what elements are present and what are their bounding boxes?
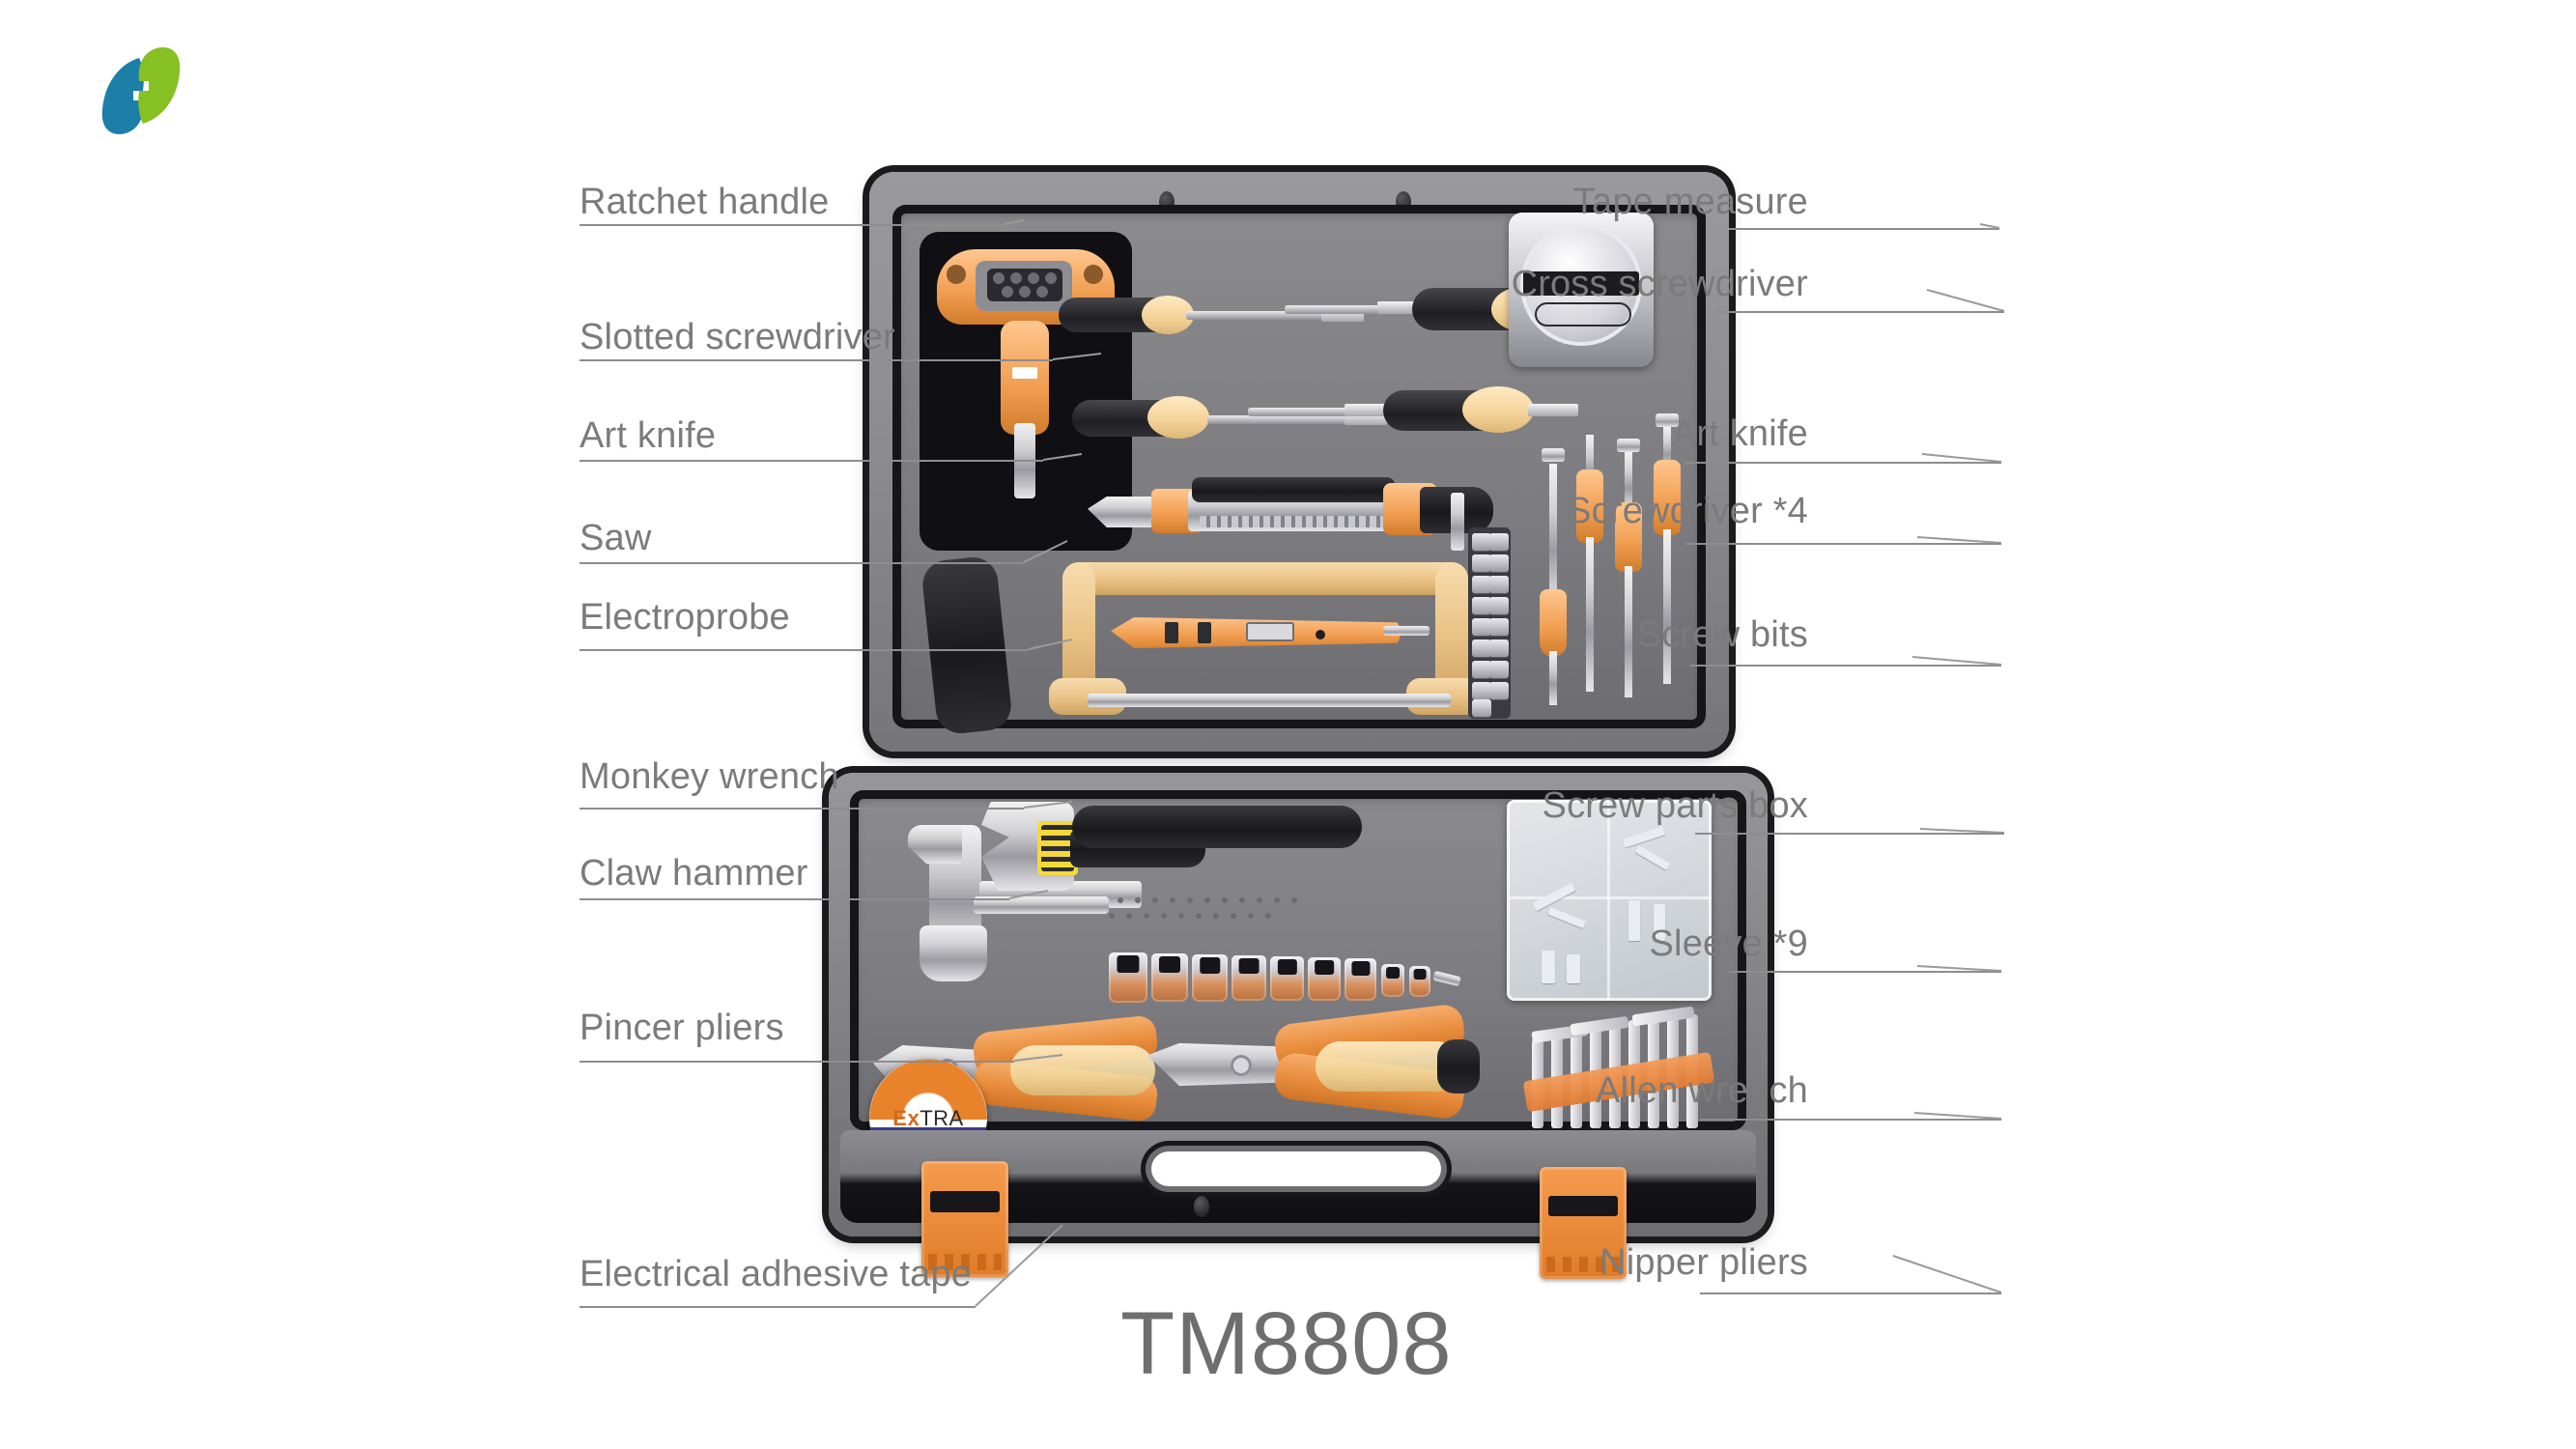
- callout-label-cross-screwdriver: Cross screwdriver: [1511, 264, 1808, 304]
- tape-brand-ex: Ex: [892, 1105, 920, 1130]
- callout-label-ratchet-handle: Ratchet handle: [580, 182, 830, 222]
- callout-label-pincer-pliers: Pincer pliers: [580, 1008, 784, 1048]
- art-knife-tool: [1088, 471, 1493, 549]
- tape-measure-tool: [1509, 213, 1654, 367]
- callout-label-sleeve-9: Sleeve *9: [1649, 923, 1808, 964]
- monkey-wrench-tool: [981, 796, 1205, 904]
- callout-label-screw-parts-box: Screw parts box: [1542, 785, 1808, 826]
- case-rivet-lower: [1194, 1196, 1209, 1217]
- rule-sleeve-9: [1729, 971, 2001, 973]
- leaf-h-logo: [83, 41, 199, 142]
- tool-case-lower-tray: ExTRA ≪ ☇ Ⓒ: [829, 773, 1768, 1279]
- socket-set: [1109, 952, 1461, 1010]
- rule-monkey-wrench: [580, 808, 1024, 810]
- rule-ratchet-handle: [580, 224, 1005, 226]
- rule-screw-bits: [1690, 665, 2001, 667]
- bit-holder-shaft: [1451, 493, 1464, 551]
- rule-electroprobe: [580, 649, 1029, 651]
- nipper-pliers-tool: [1147, 1001, 1480, 1132]
- rule-art-knife-left: [580, 460, 1043, 462]
- rule-electrical-tape: [580, 1306, 976, 1308]
- tool-case-upper-tray: [869, 172, 1729, 752]
- tape-brand-text: ExTRA: [869, 1106, 987, 1131]
- tape-brand-tra: TRA: [920, 1105, 964, 1130]
- cross-screwdriver-2: [1248, 383, 1586, 439]
- rule-art-knife-right: [1685, 462, 2001, 464]
- rubber-grip-handle: [1095, 887, 1362, 943]
- rule-cross-screwdriver: [1714, 311, 2004, 313]
- callout-label-slotted-screwdriver: Slotted screwdriver: [580, 317, 895, 357]
- tape-measure-band: [1523, 270, 1639, 297]
- callout-label-monkey-wrench: Monkey wrench: [580, 756, 839, 797]
- long-handle-tool: [1072, 806, 1362, 848]
- callout-label-screw-bits: Screw bits: [1636, 614, 1808, 655]
- callout-label-saw: Saw: [580, 518, 652, 558]
- ratchet-handle-tool: [920, 232, 1132, 551]
- screw-bits-strip: [1468, 527, 1511, 719]
- product-model-number: TM8808: [1120, 1294, 1453, 1393]
- rule-screwdriver-4: [1685, 543, 2001, 545]
- tape-arc-graphic: [869, 1059, 987, 1121]
- rule-allen-wrench: [1700, 1119, 2001, 1121]
- rule-nipper-pliers: [1700, 1293, 2001, 1294]
- callout-label-art-knife-left: Art knife: [580, 415, 717, 456]
- callout-label-allen-wrench: Allen wrench: [1596, 1070, 1808, 1111]
- callout-label-electroprobe: Electroprobe: [580, 597, 790, 638]
- rule-pincer-pliers: [580, 1061, 1014, 1063]
- rule-saw: [580, 562, 1024, 564]
- callout-label-tape-measure: Tape measure: [1572, 182, 1808, 222]
- slotted-screwdriver-1: [1059, 290, 1368, 340]
- rule-tape-measure: [1729, 228, 1999, 230]
- tape-measure-label: [1535, 301, 1631, 327]
- electroprobe-tool: [1111, 605, 1431, 659]
- screwdriver-set-right: [1536, 410, 1690, 719]
- slotted-screwdriver-2: [1072, 390, 1391, 444]
- callout-label-screwdriver-4: Screwdriver *4: [1567, 491, 1808, 531]
- rule-slotted-screwdriver: [580, 359, 1053, 361]
- rule-screw-parts-box: [1695, 833, 2004, 835]
- callout-label-nipper-pliers: Nipper pliers: [1599, 1242, 1808, 1283]
- callout-label-claw-hammer: Claw hammer: [580, 853, 808, 894]
- allen-wrench-set: [1516, 1006, 1719, 1132]
- rule-claw-hammer: [580, 898, 1009, 900]
- ratchet-shaft: [974, 896, 1109, 914]
- saw-tool: [1049, 562, 1486, 724]
- case-handle-cutout-lower: [1151, 1151, 1441, 1186]
- case-latch-right: [1540, 1167, 1627, 1279]
- screw-parts-box: [1507, 800, 1712, 1001]
- callout-label-electrical-tape: Electrical adhesive tape: [580, 1254, 973, 1294]
- callout-label-art-knife-right: Art knife: [1671, 413, 1808, 454]
